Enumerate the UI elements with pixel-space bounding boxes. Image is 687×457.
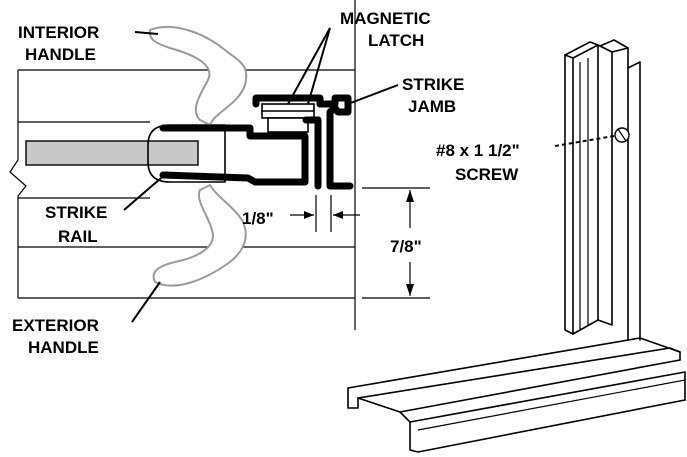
depth-dimension-label: 7/8" xyxy=(390,237,422,256)
jamb-channel-right xyxy=(597,44,613,326)
break-line xyxy=(9,70,27,298)
strike-rail-profile xyxy=(159,124,309,186)
magnetic-latch-label-line1: MAGNETIC xyxy=(340,9,431,28)
interior-handle-leader xyxy=(134,31,159,35)
strike-jamb-profile xyxy=(316,94,354,190)
exterior-handle-label-line2: HANDLE xyxy=(28,338,99,357)
interior-handle-label-line1: INTERIOR xyxy=(18,23,99,42)
strike-rail-leader xyxy=(123,171,169,211)
jamb-top-edge-1 xyxy=(564,41,599,56)
glazing-channel xyxy=(147,124,226,183)
magnetic-latch-leader-2 xyxy=(307,27,331,105)
screw-leader xyxy=(554,135,615,147)
exterior-handle-leader xyxy=(131,281,161,323)
strike-jamb-isometric xyxy=(347,39,686,453)
base-inner-edge xyxy=(357,359,681,413)
interior-handle-label-line2: HANDLE xyxy=(25,45,96,64)
gap-arrowhead-right xyxy=(333,211,343,219)
glass-panel xyxy=(25,140,199,166)
exterior-handle-label-line1: EXTERIOR xyxy=(12,316,99,335)
screw-label-line2: SCREW xyxy=(455,165,519,184)
base-front-line xyxy=(417,379,686,431)
strike-rail-label-line2: RAIL xyxy=(58,227,98,246)
magnetic-latch-label-line2: LATCH xyxy=(368,31,424,50)
gap-arrowhead-left xyxy=(304,211,314,219)
depth-arrowhead-up xyxy=(406,190,414,202)
interior-handle xyxy=(148,26,248,126)
strike-jamb-label-line1: STRIKE xyxy=(402,75,464,94)
base-back-edge xyxy=(347,347,681,409)
depth-arrowhead-down xyxy=(406,284,414,296)
callout-labels: INTERIOR HANDLE MAGNETIC LATCH STRIKE JA… xyxy=(12,9,520,357)
exterior-handle xyxy=(152,184,247,287)
gap-dimension-label: 1/8" xyxy=(242,209,274,228)
screw-slot xyxy=(617,128,627,142)
strike-jamb-label-line2: JAMB xyxy=(408,97,456,116)
jamb-top-edge-3 xyxy=(611,47,629,53)
jamb-top-edge-2 xyxy=(599,39,641,341)
jamb-channel-left xyxy=(564,54,574,335)
base-front-edge xyxy=(399,399,686,453)
strike-jamb-leader xyxy=(347,84,399,105)
strike-rail-label-line1: STRIKE xyxy=(45,203,107,222)
cross-section-view xyxy=(9,0,430,330)
jamb-channel-face xyxy=(572,44,599,335)
magnetic-latch-leader-1 xyxy=(287,27,331,105)
base-front-top xyxy=(409,371,686,423)
base-top-edge xyxy=(347,337,681,389)
magnetic-latch-lower xyxy=(267,117,309,133)
screw-label-line1: #8 x 1 1/2" xyxy=(436,141,520,160)
